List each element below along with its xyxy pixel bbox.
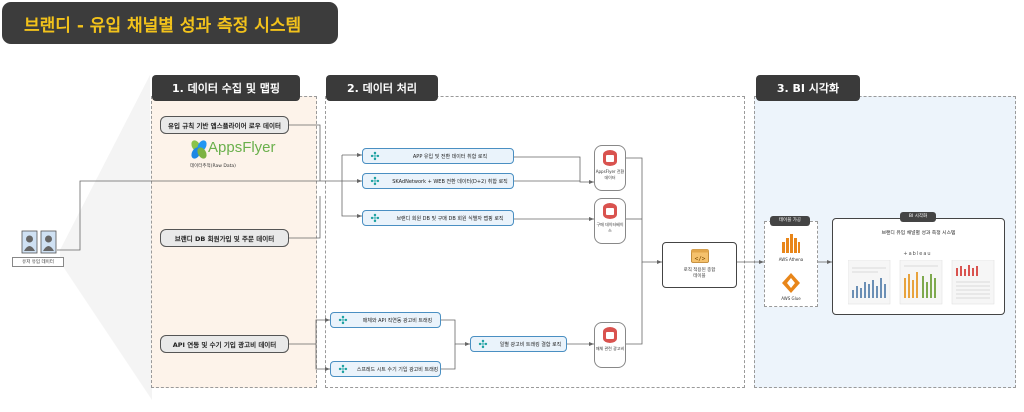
user-label: 유저 유입 데이터 — [12, 257, 64, 267]
dashboard-title: 브랜디 유입 채널별 성과 측정 시스템 — [881, 231, 956, 236]
process-sheet-ad-cost: ✣ 스프레드 시트 수기 기입 광고비 트래킹 — [330, 361, 441, 377]
process-api-ad-cost: ✣ 매체와 API 직연동 광고비 트래킹 — [330, 312, 441, 328]
airflow-icon: ✣ — [370, 211, 380, 225]
appsflyer-caption: 데이터추적(Raw Data) — [190, 164, 236, 169]
appsflyer-logo — [188, 138, 268, 162]
airflow-icon: ✣ — [370, 149, 380, 163]
thumbnail-1 — [848, 260, 891, 305]
process-app-conversion: ✣ APP 유입 및 전환 데이터 취합 로직 — [362, 148, 514, 164]
process-member-mapping: ✣ 브랜디 회원 DB 및 구매 DB 회원 식별자 맵핑 로직 — [362, 210, 514, 226]
ad-cost-node: API 연동 및 수기 기입 광고비 데이터 — [160, 335, 289, 353]
airflow-icon: ✣ — [338, 362, 348, 376]
database-icon — [603, 203, 617, 219]
stage-2-tab: 2. 데이터 처리 — [326, 75, 438, 101]
final-table-node: </> 로직 적용된 종합 테이블 — [662, 242, 737, 288]
airflow-icon: ✣ — [338, 313, 348, 327]
aws-athena-label: AWS Athena — [778, 257, 804, 262]
ad-cost-db: 매체 관련 광고비 — [594, 322, 626, 368]
table-processing-tag: 테이블 가공 — [770, 216, 810, 226]
airflow-icon: ✣ — [370, 174, 380, 188]
thumbnail-3 — [951, 260, 995, 305]
process-skadnetwork: ✣ SKAdNetwork + WEB 전환 데이터(D+2) 취합 로직 — [362, 173, 514, 189]
appsflyer-raw-data-node: 유입 규칙 기반 앱스플라이어 로우 데이터 — [160, 116, 289, 134]
page-title: 브랜디 - 유입 채널별 성과 측정 시스템 — [2, 2, 338, 44]
stage-1-tab: 1. 데이터 수집 및 맵핑 — [152, 75, 300, 101]
appsflyer-db: AppsFlyer 전환 데이터 — [594, 145, 626, 191]
database-icon — [603, 150, 617, 166]
svg-text:</>: </> — [694, 256, 705, 263]
stage-3-tab: 3. BI 시각화 — [756, 75, 860, 101]
bi-viz-tag: BI 시각화 — [900, 212, 936, 222]
process-daily-ad-cost-merge: ✣ 일별 광고비 트래킹 결합 로직 — [470, 336, 567, 352]
aws-glue-icon — [781, 272, 801, 294]
tableau-logo: +ableau — [903, 251, 932, 257]
airflow-icon: ✣ — [478, 337, 488, 351]
user-icon — [21, 230, 57, 256]
dashboard-thumbnails — [848, 260, 995, 305]
purchase-db: 구매 데이터베이스 — [594, 198, 626, 244]
aws-glue-label: AWS Glue — [781, 296, 801, 301]
aws-athena-icon — [781, 232, 801, 254]
database-icon — [603, 327, 617, 343]
thumbnail-2 — [899, 260, 943, 305]
appsflyer-logo-text: AppsFlyer — [208, 139, 276, 156]
brandi-db-node: 브랜디 DB 회원가입 및 주문 데이터 — [160, 229, 289, 247]
code-window-icon: </> — [690, 249, 709, 263]
